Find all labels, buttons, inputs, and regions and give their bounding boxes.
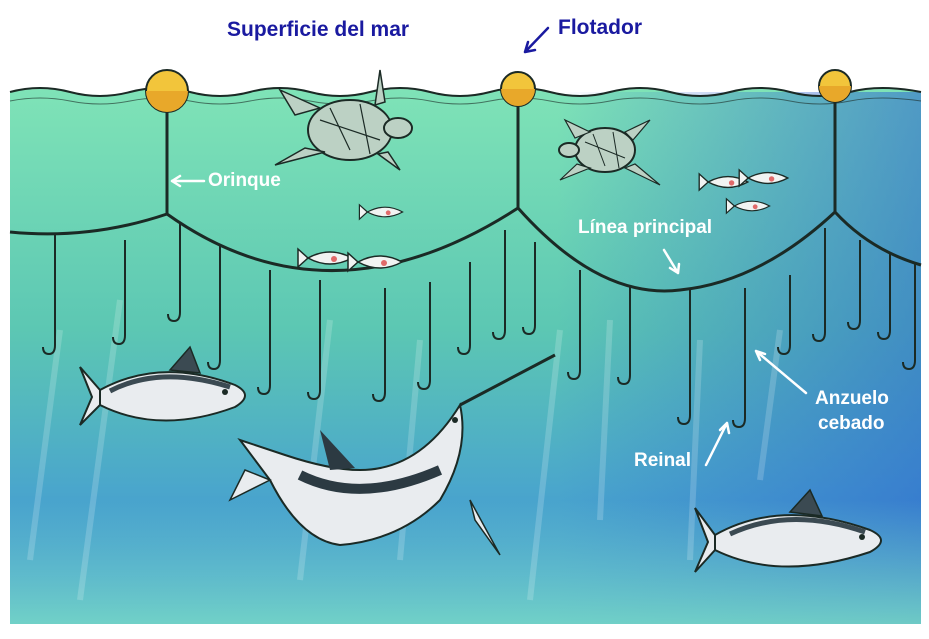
baited-hook-icon	[417, 379, 431, 391]
sea-surface-label: Superficie del mar	[227, 18, 410, 41]
baited-hook-icon	[567, 369, 581, 381]
float-buoy-icon	[818, 69, 852, 103]
baited-hook-icon	[167, 311, 181, 323]
baited-hook-icon	[812, 331, 826, 343]
baited-hook-icon	[617, 374, 631, 386]
turtle-icon	[558, 118, 661, 186]
float-arrow	[523, 26, 550, 54]
baited-hook-icon	[207, 359, 221, 371]
baited-hook-icon	[42, 344, 56, 356]
small-fish-group	[297, 168, 790, 273]
float-line-arrow	[170, 174, 206, 188]
main-line-label: Línea principal	[578, 217, 713, 238]
baited-hook-icon	[372, 391, 386, 403]
baited-hook-icon	[847, 319, 861, 331]
float-buoy-icon	[500, 71, 536, 107]
tuna-icon	[79, 345, 246, 426]
turtle-icon	[274, 69, 413, 171]
baited-hook-label-line2: cebado	[818, 413, 885, 434]
small-fish-icon	[725, 197, 771, 215]
tuna-icon	[694, 488, 882, 573]
baited-hook-icon	[677, 414, 691, 426]
float-line-label: Orinque	[208, 170, 281, 191]
baited-hook-icon	[112, 334, 126, 346]
branch-line-label: Reinal	[634, 450, 692, 471]
baited-hook-icon	[732, 417, 746, 429]
float-buoy-icon	[145, 69, 189, 113]
baited-hook-icon	[522, 324, 536, 336]
baited-hook-icon	[307, 389, 321, 401]
baited-hook-icon	[492, 329, 506, 341]
small-fish-icon	[698, 172, 750, 192]
annotation-arrows	[170, 26, 808, 467]
baited-hook-icon	[457, 344, 471, 356]
main-line-arrow	[662, 248, 681, 275]
main-line	[9, 206, 922, 293]
hook-arrow	[754, 349, 808, 395]
float-label: Flotador	[558, 16, 642, 39]
small-fish-icon	[358, 203, 404, 221]
baited-hook-icon	[877, 329, 891, 341]
baited-hook-icon	[257, 384, 271, 396]
swordfish-icon	[228, 353, 556, 556]
baited-hook-icon	[902, 359, 916, 371]
baited-hook-label-line1: Anzuelo	[815, 388, 889, 409]
baited-hook-icon	[777, 344, 791, 356]
branch-line-arrow	[704, 421, 731, 467]
float-lines	[165, 100, 837, 214]
small-fish-icon	[738, 168, 790, 188]
small-fish-icon	[347, 251, 404, 273]
branch-lines	[42, 223, 916, 429]
